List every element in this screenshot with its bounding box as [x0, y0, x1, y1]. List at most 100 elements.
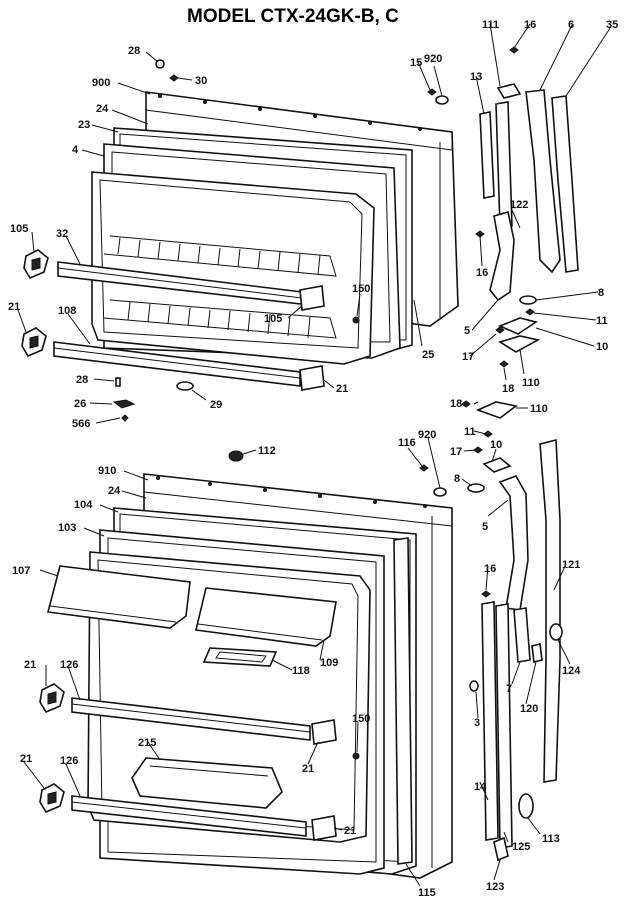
label-23: 23	[78, 119, 90, 131]
label-28: 28	[128, 45, 140, 57]
hinge-110b	[475, 401, 518, 419]
label-21: 21	[20, 753, 32, 765]
label-18: 18	[502, 383, 514, 395]
label-115: 115	[418, 887, 436, 899]
shelf-bracket-21e	[39, 783, 65, 814]
freezer-door-assembly	[21, 59, 459, 422]
plug-112	[228, 450, 244, 462]
shelf-bracket-21c	[39, 683, 65, 714]
part-120	[531, 643, 543, 663]
label-122: 122	[510, 199, 528, 211]
label-920: 920	[418, 429, 436, 441]
upper-hinge-and-handle-parts	[475, 46, 579, 368]
label-26: 26	[74, 398, 86, 410]
label-126: 126	[60, 755, 78, 767]
label-35: 35	[606, 19, 618, 31]
label-103: 103	[58, 522, 76, 534]
part-123	[493, 836, 509, 862]
label-105: 105	[264, 313, 282, 325]
shelf-bracket-21b	[299, 365, 325, 391]
hinge-10a	[497, 317, 538, 335]
trim-13	[479, 111, 495, 199]
label-118: 118	[292, 665, 310, 677]
plug-150b	[352, 752, 360, 760]
label-5: 5	[482, 521, 488, 533]
screw-566	[121, 414, 129, 422]
screw-18b	[461, 400, 471, 408]
screw-30	[169, 74, 179, 82]
handle-5a	[489, 210, 515, 302]
label-11: 11	[464, 426, 476, 438]
leader-lines	[17, 23, 613, 887]
label-11: 11	[596, 315, 608, 327]
screw-11a	[525, 308, 535, 316]
label-21: 21	[344, 825, 356, 837]
label-105: 105	[10, 223, 28, 235]
screw-16b	[475, 230, 485, 238]
screw-15a	[427, 88, 437, 96]
label-3: 3	[474, 717, 480, 729]
shelf-bracket-21f	[311, 815, 337, 841]
part-3	[469, 680, 479, 692]
label-14: 14	[474, 781, 487, 793]
label-15: 15	[410, 57, 422, 69]
plug-920b	[433, 487, 447, 497]
part-29	[176, 381, 194, 391]
label-16: 16	[476, 267, 488, 279]
label-125: 125	[512, 841, 530, 853]
label-109: 109	[320, 657, 338, 669]
label-124: 124	[562, 665, 581, 677]
label-104: 104	[74, 499, 93, 511]
hinge-110a	[498, 335, 541, 353]
label-16: 16	[524, 19, 536, 31]
screw-11b	[483, 430, 493, 438]
label-112: 112	[258, 445, 276, 457]
label-900: 900	[92, 77, 110, 89]
door-bin-109-right	[195, 587, 337, 647]
label-17: 17	[462, 351, 474, 363]
part-7	[513, 607, 531, 663]
shelf-bar-126-upper	[71, 697, 311, 741]
label-21: 21	[24, 659, 36, 671]
model-title: MODEL CTX-24GK-B, C	[187, 6, 399, 27]
label-121: 121	[562, 559, 580, 571]
label-24: 24	[96, 103, 109, 115]
label-8: 8	[454, 473, 460, 485]
label-13: 13	[470, 71, 482, 83]
label-16: 16	[484, 563, 496, 575]
label-30: 30	[195, 75, 207, 87]
label-910: 910	[98, 465, 116, 477]
part-26	[112, 399, 136, 409]
part-labels: 28 30 900 24 23 4 15 920 13 111 16 6 35 …	[8, 19, 618, 899]
label-7: 7	[506, 683, 512, 695]
screw-116	[419, 464, 429, 472]
label-150: 150	[352, 713, 370, 725]
shelf-bracket-105b	[299, 285, 325, 311]
handle-6	[525, 89, 561, 274]
screw-18a	[499, 360, 509, 368]
label-10: 10	[596, 341, 608, 353]
trim-121	[539, 438, 561, 783]
part-124	[549, 623, 563, 641]
part-113	[518, 793, 534, 819]
trim-125	[495, 603, 513, 849]
trim-115	[393, 537, 413, 865]
shelf-bracket-21d	[311, 719, 337, 745]
door-bin-215	[131, 757, 283, 809]
label-8: 8	[598, 287, 604, 299]
handle-5b	[498, 475, 529, 611]
shelf-bracket-21a	[21, 327, 47, 358]
plug-920a	[435, 95, 449, 105]
label-32: 32	[56, 228, 68, 240]
label-4: 4	[72, 144, 79, 156]
part-8a	[519, 295, 537, 305]
label-18: 18	[450, 398, 462, 410]
shelf-bracket-105a	[23, 249, 49, 280]
label-28: 28	[76, 374, 88, 386]
label-126: 126	[60, 659, 78, 671]
screw-17a	[495, 326, 505, 334]
lower-hinge-and-handle-parts	[461, 400, 563, 862]
label-113: 113	[542, 833, 560, 845]
hinge-111	[496, 83, 522, 99]
